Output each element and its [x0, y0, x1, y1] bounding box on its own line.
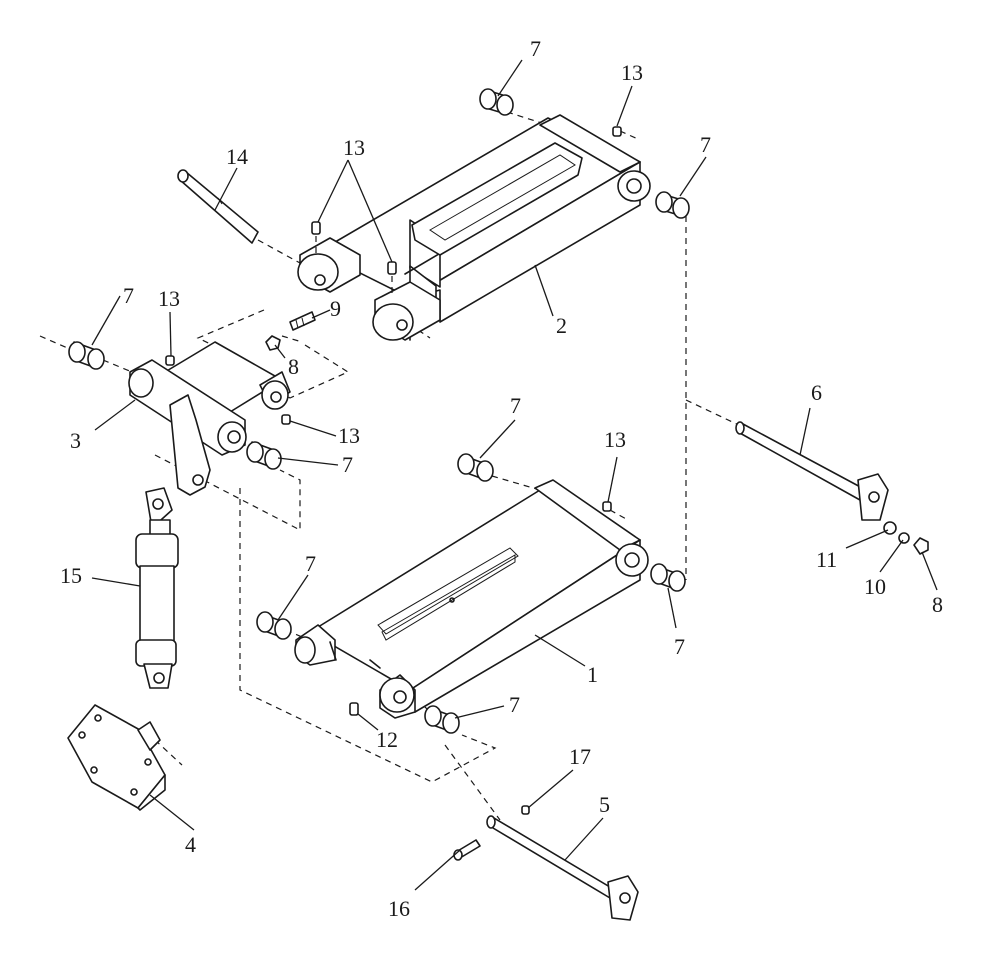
callout-12: 12: [376, 727, 398, 752]
callout-5: 5: [599, 792, 610, 817]
callout-7-top-right: 7: [700, 132, 711, 157]
callout-7-bracket-left: 7: [123, 283, 134, 308]
callout-13-upper-arm: 13: [343, 135, 365, 160]
leader-lines: [91, 59, 938, 891]
callout-9: 9: [330, 296, 341, 321]
callout-13-top-right: 13: [621, 60, 643, 85]
callout-3: 3: [70, 428, 81, 453]
callout-13-bracket: 13: [158, 286, 180, 311]
callout-15: 15: [60, 563, 82, 588]
callout-7-lower-arm-left: 7: [305, 551, 316, 576]
callout-13-lower-arm: 13: [604, 427, 626, 452]
callout-17: 17: [569, 744, 591, 769]
pin-part-14: [177, 169, 259, 244]
callout-8-upper: 8: [288, 354, 299, 379]
bracket-part-3: [128, 341, 291, 496]
pin-part-5: [453, 805, 639, 921]
callout-14: 14: [226, 144, 248, 169]
callout-7-lower-arm-bottom: 7: [509, 692, 520, 717]
callout-4: 4: [185, 832, 196, 857]
bushings-bracket: [68, 341, 282, 470]
callout-10: 10: [864, 574, 886, 599]
callout-16: 16: [388, 896, 410, 921]
upper-arm-part-2: [297, 114, 651, 341]
pin-part-6: [735, 421, 929, 555]
callout-6: 6: [811, 380, 822, 405]
callout-11: 11: [816, 547, 837, 572]
callout-13-bracket-lower: 13: [338, 423, 360, 448]
callout-7-bracket-right: 7: [342, 452, 353, 477]
plate-part-4: [67, 704, 166, 811]
bolt-nut-bracket: [165, 311, 316, 425]
callout-8-lower: 8: [932, 592, 943, 617]
bushings-upper: [479, 88, 690, 219]
callout-7-top-left: 7: [530, 36, 541, 61]
callout-2: 2: [556, 313, 567, 338]
callout-labels: 7 13 7 14 13 2 9 8 7 13 3 13 7 6 7 13 15…: [60, 36, 943, 921]
cylinder-part-15: [135, 487, 179, 689]
callout-7-lower-arm-right: 7: [674, 634, 685, 659]
lower-arm-part-1: [294, 479, 649, 719]
callout-7-lower-arm-top: 7: [510, 393, 521, 418]
callout-1: 1: [587, 662, 598, 687]
